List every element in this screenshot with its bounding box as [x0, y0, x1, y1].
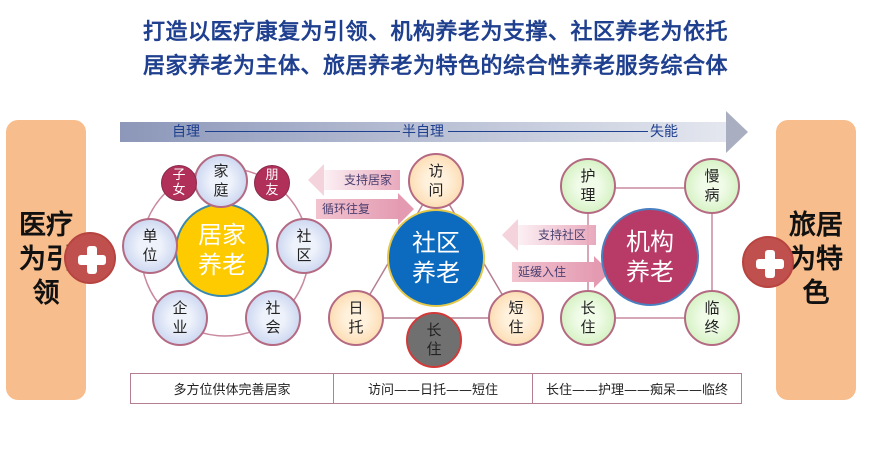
institution-care-circle: 机构养老	[601, 208, 699, 306]
bar-label-semi-self-care: 半自理	[402, 124, 444, 140]
bar-divider	[205, 131, 400, 132]
node-label: 长住	[580, 299, 596, 336]
title-line-1: 打造以医疗康复为引领、机构养老为支撑、社区养老为依托	[142, 20, 728, 45]
community-care-circle: 社区养老	[387, 209, 485, 307]
plus-icon	[742, 236, 794, 288]
home-care-label: 居家养老	[198, 221, 246, 279]
node-long-stay: 长住	[406, 312, 462, 368]
node-children: 子女	[161, 165, 197, 201]
node-label: 临终	[704, 299, 720, 336]
care-level-bar	[120, 122, 728, 142]
arrow-delay-admission: 延缓入住	[512, 256, 610, 288]
title-line-2: 居家养老为主体、旅居养老为特色的综合性养老服务综合体	[142, 54, 728, 79]
home-care-circle: 居家养老	[175, 203, 269, 297]
node-long-term-stay: 长住	[560, 290, 616, 346]
community-care-label: 社区养老	[412, 229, 460, 287]
summary-table: 多方位供体完善居家 访问——日托——短住 长住——护理——痴呆——临终	[130, 373, 742, 404]
node-label: 访问	[428, 162, 444, 199]
node-label: 慢病	[704, 167, 720, 204]
summary-cell-home: 多方位供体完善居家	[131, 374, 334, 403]
bar-label-self-care: 自理	[172, 124, 200, 140]
summary-cell-community: 访问——日托——短住	[334, 374, 533, 403]
node-label: 子女	[172, 168, 186, 198]
institution-square	[587, 187, 713, 319]
travel-feature-panel: 旅居为特色	[776, 120, 856, 400]
node-chronic-disease: 慢病	[684, 158, 740, 214]
node-short-stay: 短住	[488, 290, 544, 346]
node-enterprise: 企业	[152, 290, 208, 346]
node-label: 长住	[426, 321, 442, 358]
node-workplace: 单位	[122, 218, 178, 274]
travel-feature-label: 旅居为特色	[789, 210, 843, 309]
node-label: 护理	[580, 167, 596, 204]
summary-cell-institution: 长住——护理——痴呆——临终	[545, 383, 728, 398]
node-nursing: 护理	[560, 158, 616, 214]
node-end-of-life: 临终	[684, 290, 740, 346]
node-label: 社区	[296, 227, 312, 264]
node-community: 社区	[276, 218, 332, 274]
node-friends: 朋友	[254, 165, 290, 201]
arrow-support-community: 支持社区	[502, 219, 596, 251]
node-label: 单位	[142, 227, 158, 264]
arrow-cycle: 循环往复	[316, 193, 414, 225]
arrow-support-home: 支持居家	[308, 164, 400, 196]
node-label: 企业	[172, 299, 188, 336]
node-family: 家庭	[194, 154, 248, 208]
node-label: 社会	[265, 299, 281, 336]
node-society: 社会	[245, 290, 301, 346]
bar-divider	[448, 131, 648, 132]
node-label: 短住	[508, 299, 524, 336]
node-label: 家庭	[213, 162, 229, 199]
node-day-care: 日托	[328, 290, 384, 346]
care-level-arrowhead	[726, 111, 748, 153]
institution-care-label: 机构养老	[626, 228, 674, 286]
node-label: 朋友	[265, 168, 279, 198]
medical-lead-label: 医疗为引领	[19, 210, 73, 309]
plus-icon	[64, 232, 116, 284]
node-label: 日托	[348, 299, 364, 336]
node-visit: 访问	[408, 153, 464, 209]
bar-label-disabled: 失能	[650, 124, 678, 140]
